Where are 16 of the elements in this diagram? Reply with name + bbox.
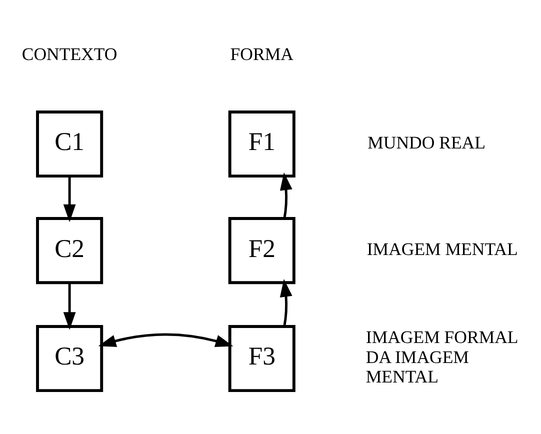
node-box: F3: [228, 325, 296, 392]
node-box: C2: [36, 217, 104, 284]
arrow: [63, 176, 76, 222]
arrow: [280, 172, 292, 219]
arrow: [280, 279, 292, 326]
label: CONTEXTO: [22, 44, 118, 64]
label: IMAGEM FORMAL DA IMAGEM MENTAL: [366, 327, 518, 387]
label: IMAGEM MENTAL: [366, 238, 518, 259]
node-box: C3: [36, 325, 104, 392]
label: MUNDO REAL: [368, 132, 486, 152]
arrow: [98, 333, 234, 348]
node-box: F1: [228, 110, 296, 178]
arrow: [63, 282, 76, 330]
node-box: C1: [36, 110, 104, 178]
node-box: F2: [228, 217, 296, 284]
label: FORMA: [230, 44, 294, 64]
